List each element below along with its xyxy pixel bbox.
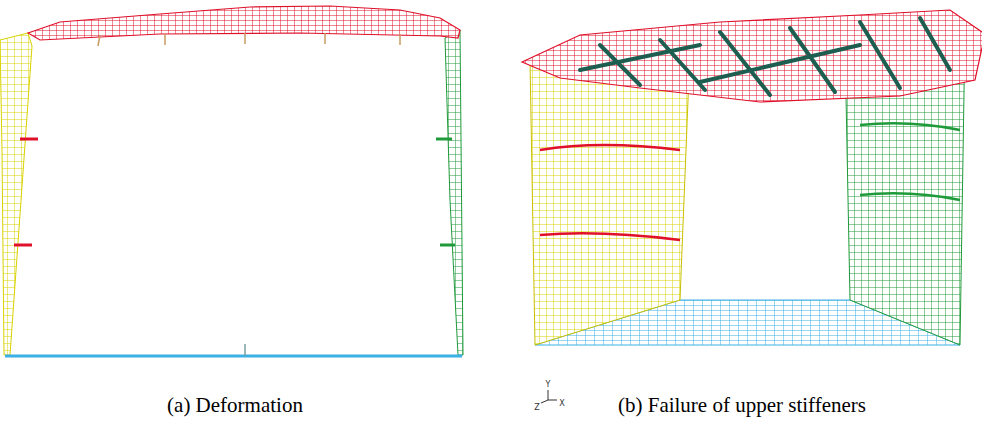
axis-label: X <box>559 399 564 408</box>
deformation-section <box>0 6 463 356</box>
axis-label: Z <box>534 403 539 412</box>
figure-caption: (a) Deformation <box>167 393 303 418</box>
failure-3d-model <box>522 10 982 403</box>
axis-label: Y <box>546 380 551 389</box>
figure-caption: (b) Failure of upper stiffeners <box>618 393 866 418</box>
